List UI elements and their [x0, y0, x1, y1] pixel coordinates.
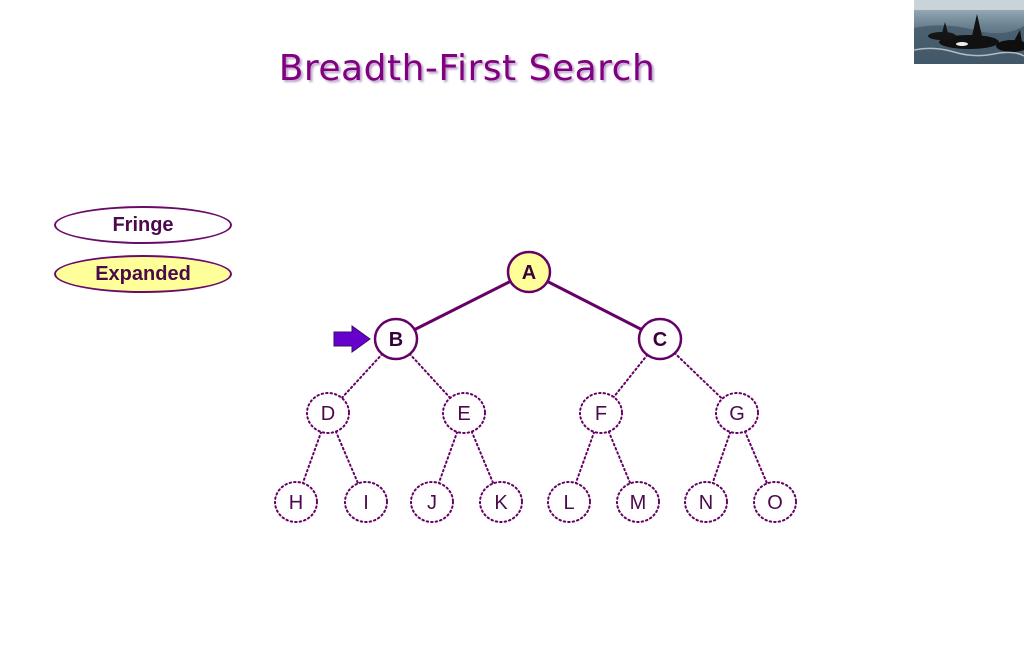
- edge-A-B: [414, 281, 511, 330]
- node-M: M: [617, 482, 659, 522]
- edge-E-K: [472, 431, 494, 483]
- node-label-M: M: [630, 492, 647, 514]
- tree-nodes: A B C D E F G H I J K L M N O: [275, 252, 796, 522]
- node-C: C: [639, 319, 681, 359]
- node-label-B: B: [389, 329, 403, 351]
- node-label-K: K: [494, 492, 508, 514]
- edge-F-L: [576, 432, 594, 483]
- node-E: E: [443, 393, 485, 433]
- edge-A-C: [547, 281, 642, 330]
- node-G: G: [716, 393, 758, 433]
- node-H: H: [275, 482, 317, 522]
- node-label-L: L: [563, 492, 574, 514]
- edge-B-D: [342, 354, 383, 399]
- edge-G-O: [745, 431, 767, 483]
- node-L: L: [548, 482, 590, 522]
- edge-D-I: [336, 431, 358, 483]
- node-label-D: D: [321, 403, 335, 425]
- node-label-C: C: [653, 329, 667, 351]
- node-label-G: G: [729, 403, 745, 425]
- node-O: O: [754, 482, 796, 522]
- node-label-A: A: [522, 262, 536, 284]
- node-label-H: H: [289, 492, 303, 514]
- node-I: I: [345, 482, 387, 522]
- edge-C-G: [674, 353, 722, 399]
- node-N: N: [685, 482, 727, 522]
- tree-edges: [303, 281, 767, 484]
- edge-D-H: [303, 432, 321, 483]
- edge-F-M: [609, 431, 631, 483]
- node-D: D: [307, 393, 349, 433]
- current-pointer-arrow-icon: [334, 326, 370, 352]
- node-B: B: [375, 319, 417, 359]
- current-node-pointer: [334, 326, 370, 352]
- node-A: A: [508, 252, 550, 292]
- node-label-N: N: [699, 492, 713, 514]
- node-label-F: F: [595, 403, 607, 425]
- edge-C-F: [613, 355, 647, 398]
- edge-G-N: [713, 432, 731, 483]
- node-J: J: [411, 482, 453, 522]
- edge-E-J: [439, 432, 457, 483]
- node-label-J: J: [427, 492, 437, 514]
- node-F: F: [580, 393, 622, 433]
- node-label-E: E: [457, 403, 470, 425]
- edge-B-E: [410, 354, 451, 399]
- node-K: K: [480, 482, 522, 522]
- node-label-O: O: [767, 492, 783, 514]
- node-label-I: I: [363, 492, 369, 514]
